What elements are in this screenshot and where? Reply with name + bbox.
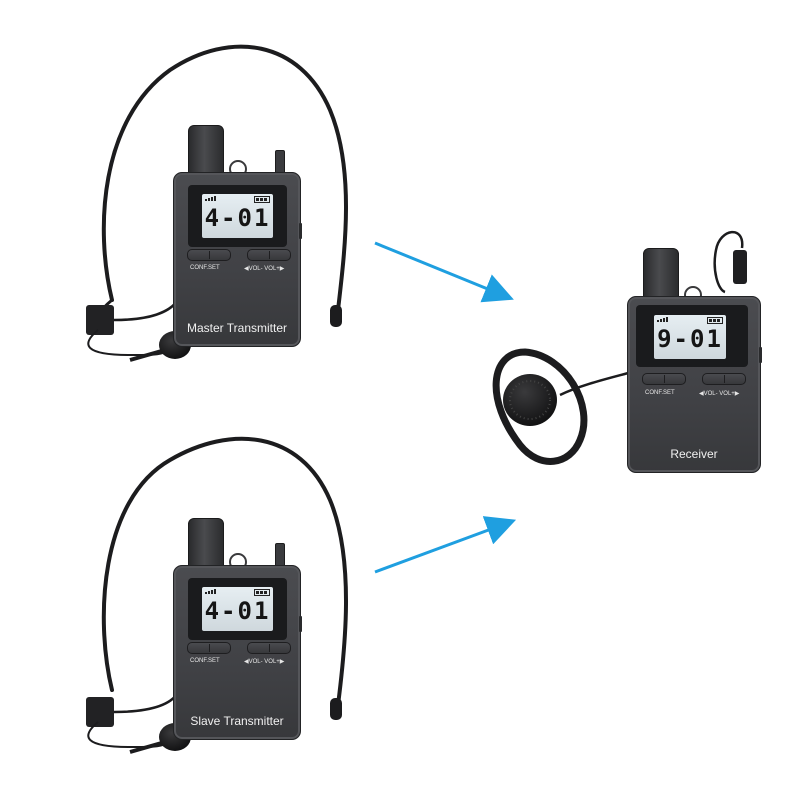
antenna [643,248,679,302]
transmitter-body: 4-01 CONF.SET ◀VOL- VOL+▶ Master Transmi… [173,172,302,347]
conf-set-button[interactable] [187,642,231,654]
battery-icon [254,196,270,203]
antenna [188,125,224,179]
receiver-earpiece-icon [492,230,747,465]
display-bezel: 4-01 [188,578,287,640]
lcd-display: 9-01 [654,315,726,359]
side-button[interactable] [299,223,302,239]
volume-label: ◀VOL- VOL+▶ [699,391,740,397]
arrow-icon-bottom [374,516,517,574]
lcd-display: 4-01 [202,194,273,238]
signal-icon [657,317,668,322]
conf-set-label: CONF.SET [645,390,675,396]
conf-set-label: CONF.SET [190,658,220,664]
volume-label: ◀VOL- VOL+▶ [244,659,285,665]
side-button[interactable] [759,347,762,363]
conf-set-button[interactable] [187,249,231,261]
receiver-body: 9-01 CONF.SET ◀VOL- VOL+▶ Receiver [627,296,762,473]
lcd-display: 4-01 [202,587,273,631]
volume-button[interactable] [247,249,291,261]
lcd-digits: 4-01 [204,597,271,625]
battery-icon [707,317,723,324]
device-name: Receiver [670,447,718,461]
master-headset-icon [86,44,348,362]
antenna [188,518,224,572]
device-name: Master Transmitter [186,321,288,335]
volume-button[interactable] [702,373,746,385]
signal-icon [205,589,216,594]
display-bezel: 9-01 [636,305,748,367]
conf-set-button[interactable] [642,373,686,385]
transmitter-body: 4-01 CONF.SET ◀VOL- VOL+▶ Slave Transmit… [173,565,302,740]
display-bezel: 4-01 [188,185,287,247]
battery-icon [254,589,270,596]
conf-set-label: CONF.SET [190,265,220,271]
lcd-digits: 4-01 [204,204,271,232]
volume-label: ◀VOL- VOL+▶ [244,266,285,272]
signal-icon [205,196,216,201]
volume-button[interactable] [247,642,291,654]
device-name: Slave Transmitter [190,714,284,728]
lcd-digits: 9-01 [657,325,723,353]
side-button[interactable] [299,616,302,632]
arrow-icon-top [374,241,514,303]
